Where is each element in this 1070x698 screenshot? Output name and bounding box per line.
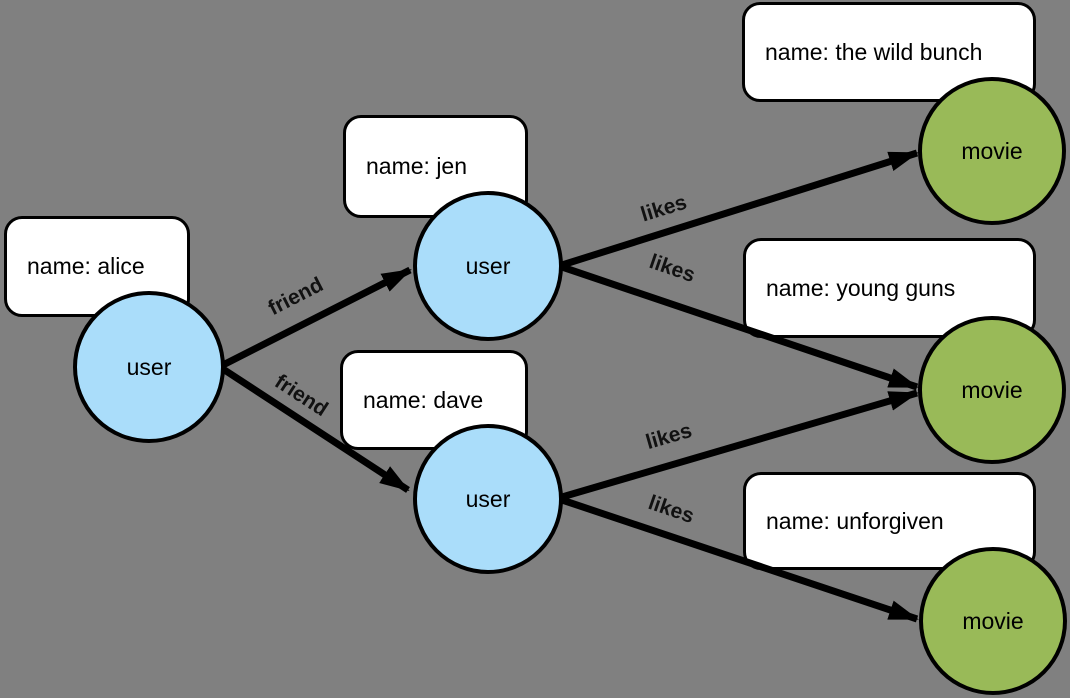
edge-likes-dave-unforgiven (560, 496, 919, 623)
node-label-alice: user (126, 353, 172, 380)
node-label-jen: user (465, 252, 511, 279)
node-label-wild-bunch: movie (961, 137, 1023, 164)
node-user-alice: user (73, 291, 225, 443)
property-text-young-guns: name: young guns (766, 274, 956, 301)
edge-friend-alice-dave (221, 366, 410, 493)
edge-likes-jen-youngguns (560, 263, 919, 391)
edge-likes-jen-wildbunch (560, 149, 919, 269)
node-movie-unforgiven: movie (919, 547, 1067, 695)
node-movie-wild-bunch: movie (918, 77, 1066, 225)
property-text-unforgiven: name: unforgiven (766, 507, 944, 534)
node-user-dave: user (413, 424, 563, 574)
node-user-jen: user (413, 191, 563, 341)
property-text-dave: name: dave (363, 386, 484, 413)
node-movie-young-guns: movie (918, 316, 1066, 464)
edge-likes-dave-youngguns (561, 389, 919, 501)
property-text-alice: name: alice (27, 253, 145, 279)
property-text-jen: name: jen (366, 153, 468, 179)
property-text-wild-bunch: name: the wild bunch (765, 38, 983, 65)
node-label-young-guns: movie (961, 376, 1023, 403)
node-label-dave: user (465, 485, 511, 512)
edge-friend-alice-jen (221, 266, 412, 369)
node-label-unforgiven: movie (962, 607, 1024, 634)
